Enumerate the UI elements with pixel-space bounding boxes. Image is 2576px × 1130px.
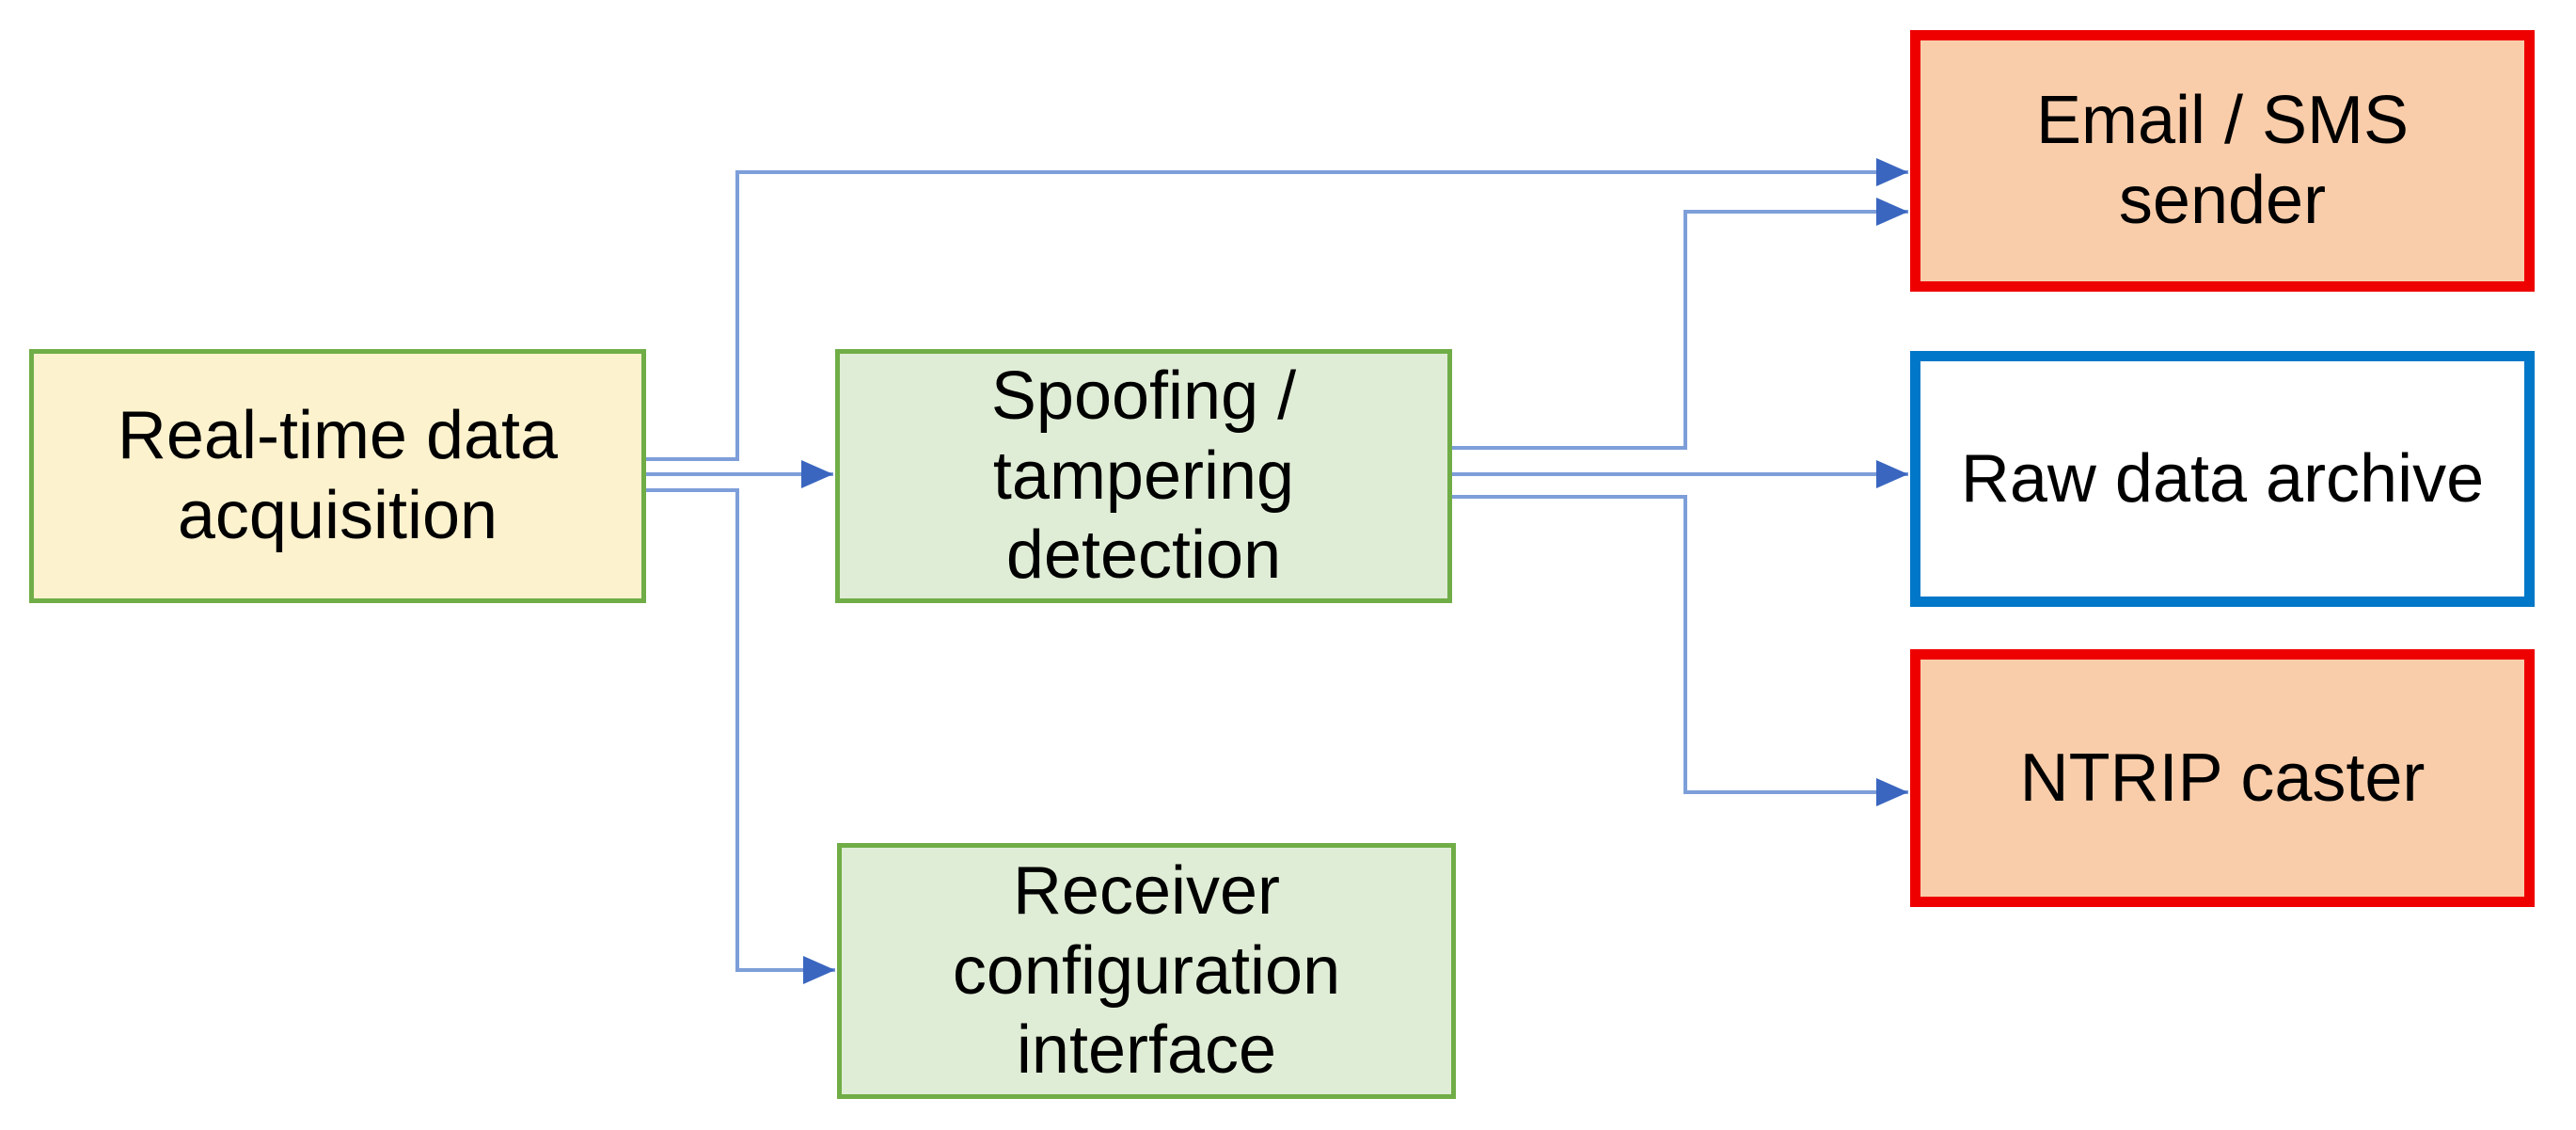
node-realtime-data-acquisition: Real-time data acquisition: [29, 349, 646, 603]
connector-spoofing-to-ntrip: [1452, 495, 1908, 806]
connector-spoofing-to-email: [1452, 198, 1908, 450]
node-ntrip-label: NTRIP caster: [2019, 740, 2426, 816]
node-email-sms-sender: Email / SMS sender: [1910, 30, 2535, 292]
node-realtime-label: Real-time data acquisition: [117, 398, 559, 553]
node-receiver-configuration-interface: Receiver configuration interface: [837, 843, 1456, 1099]
node-ntrip-caster: NTRIP caster: [1910, 649, 2535, 907]
node-raw-label: Raw data archive: [1960, 440, 2485, 517]
node-spoofing-label: Spoofing / tampering detection: [990, 358, 1297, 594]
node-spoofing-tampering-detection: Spoofing / tampering detection: [835, 349, 1452, 603]
node-email-label: Email / SMS sender: [2035, 83, 2410, 238]
connector-realtime-to-receiver: [646, 488, 835, 984]
node-raw-data-archive: Raw data archive: [1910, 351, 2535, 607]
node-receiver-label: Receiver configuration interface: [952, 852, 1341, 1089]
